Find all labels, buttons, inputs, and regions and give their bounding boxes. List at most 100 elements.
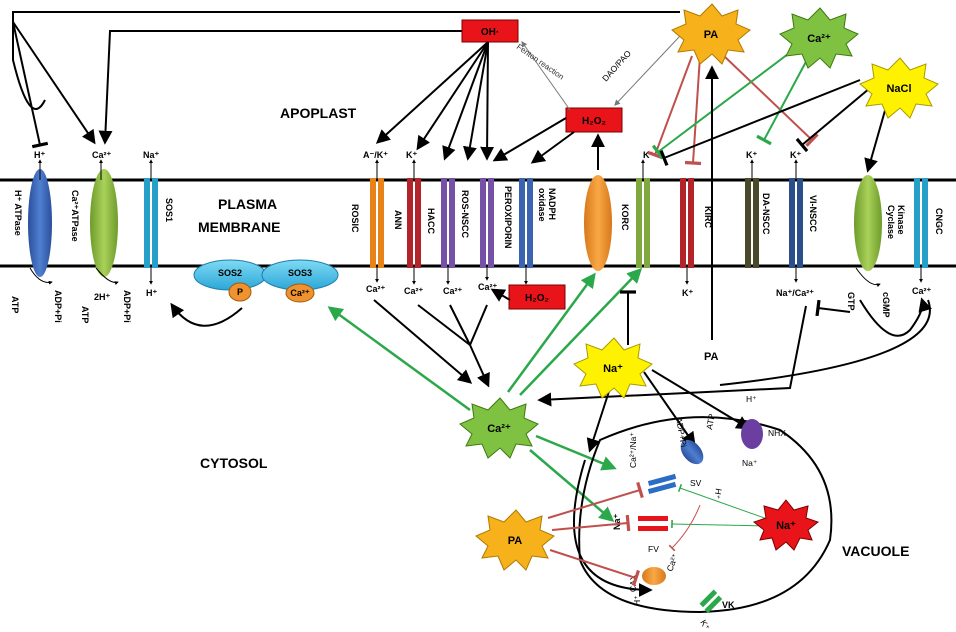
fv-channel-a (638, 516, 668, 521)
hacc-channel-b (415, 178, 421, 268)
dao-label: DAO/PAO (600, 48, 633, 83)
sos3-ca-oval (285, 283, 315, 303)
kinase-label-2: Cyclase (886, 205, 896, 239)
h-atpase-label: H⁺ ATPase (13, 190, 23, 236)
oh-to-ca-atpase-line (98, 30, 462, 145)
ca-atpase-top-label: Ca²⁺ (92, 150, 112, 160)
vi-nscc-label: VI-NSCC (808, 195, 818, 233)
ca-na-label: Ca²⁺/Na⁺ (628, 432, 638, 468)
cngc-channel-b (922, 178, 928, 268)
ann-label: ANN (393, 210, 403, 230)
nacl-to-vi (795, 87, 871, 153)
pa-bottom-to-cax (549, 549, 640, 587)
pa-to-vi-inhibit (723, 55, 819, 147)
ca-ros-label: Ca²⁺ (478, 282, 498, 292)
nadph-label-2: oxidase (537, 188, 547, 222)
ca-na-channel-b (647, 481, 677, 495)
ca-top-to-da (756, 57, 809, 146)
pa-free-label: PA (704, 351, 719, 363)
sv-label: SV (690, 478, 702, 488)
h-top-label: H⁺ (34, 150, 45, 160)
fv-inhibit-thin (668, 504, 701, 552)
h2o2-top-label: H₂O₂ (582, 116, 606, 127)
korc-label: KORC (620, 204, 630, 231)
kirc-channel-a (636, 178, 642, 268)
nacl-label: NaCl (886, 83, 911, 95)
pa-feedback-line (12, 11, 680, 22)
pa-bottom-label: PA (508, 535, 523, 547)
sos3-ca-label: Ca²⁺ (290, 288, 310, 298)
hacc-channel-a (407, 178, 413, 268)
gtp-label: GTP (846, 292, 856, 311)
pa-bottom-to-ca-na (547, 481, 644, 519)
ca-cyto-label: Ca²⁺ (487, 423, 511, 435)
ca-to-sos3-arrow (327, 306, 471, 412)
ca-atpase-atp-arrow (95, 267, 119, 285)
h2o2-to-ros-nscc (492, 117, 567, 162)
oh-to-ros-nscc (463, 41, 489, 161)
korc-oval (584, 175, 612, 271)
nhx-channel (741, 419, 763, 449)
naca-vi-label: Na⁺/Ca²⁺ (776, 288, 814, 298)
sos1-channel-b (152, 178, 158, 268)
nacl-to-kinase (864, 99, 889, 173)
h2o2-bottom-label: H₂O₂ (525, 293, 549, 304)
ros-nscc-channel-a (441, 178, 447, 268)
p-label: P (237, 287, 243, 297)
apoplast-label: APOPLAST (280, 105, 357, 121)
k-kirc-label: K⁺ (682, 288, 693, 298)
nadph-label-1: NADPH (547, 188, 557, 220)
cgmp-to-cngc-curve (859, 297, 932, 337)
feedback-to-h-atpase (12, 21, 49, 149)
h2-label: 2H⁺ (94, 292, 111, 302)
kirc-label: KIRC (703, 206, 713, 228)
da-nscc-label: DA-NSCC (761, 193, 771, 235)
ca-na-channel-a (647, 473, 677, 487)
nacl-star (859, 57, 939, 119)
ca-rosic-label: Ca²⁺ (366, 284, 386, 294)
ca-atpase-pump (90, 169, 118, 277)
ros-nscc-label: ROS-NSCC (460, 190, 470, 239)
adp-1-label: ADP+Pi (53, 290, 63, 323)
loop-to-vacuole-arrow (572, 459, 653, 597)
fv-channel-b (638, 526, 668, 531)
oh-box (461, 19, 519, 43)
da-nscc-channel-a (745, 178, 751, 268)
feedback-to-sos (12, 22, 46, 110)
vac-atp-label: ATP (704, 413, 717, 431)
kirc-channel-b (644, 178, 650, 268)
h2o2-bottom-box (508, 284, 566, 310)
ca-top-label: Ca²⁺ (807, 33, 831, 45)
membrane-label: MEMBRANE (198, 219, 280, 235)
adp-2-label: ADP+Pi (122, 290, 132, 323)
kirc-red-a (680, 178, 686, 268)
peroxiporin-channel-b (488, 178, 494, 268)
rosic-label: ROSIC (350, 204, 360, 233)
vk-label: VK (722, 600, 735, 610)
sos1-label: SOS1 (164, 198, 174, 222)
nacl-to-korc (659, 79, 861, 167)
peroxiporin-label: PEROXIPORIN (503, 186, 513, 249)
cgmp-label: cGMP (881, 292, 891, 318)
vi-nscc-channel-b (797, 178, 803, 268)
ca-to-korc-arrow (506, 272, 596, 393)
k-da-label: K⁺ (746, 150, 757, 160)
rosic-channel-a (370, 178, 376, 268)
plasma-label: PLASMA (218, 196, 277, 212)
na-vac-to-fv (671, 519, 767, 529)
na-vac-label: Na⁺ (776, 520, 796, 532)
vi-nscc-channel-a (789, 178, 795, 268)
cax-channel (642, 567, 666, 585)
cngc-channel-a (914, 178, 920, 268)
atp-1-label: ATP (10, 296, 20, 313)
pa-bottom-star (475, 509, 555, 571)
pa-to-korc-inhibit (646, 55, 693, 160)
h-cax-label: H⁺ (632, 595, 642, 606)
ca-hacc-label: Ca²⁺ (443, 286, 463, 296)
oh-to-peroxiporin (480, 41, 495, 161)
ca-to-vac-channel-2 (529, 449, 615, 522)
peroxiporin-channel-a (480, 178, 486, 268)
nadph-channel-a (519, 178, 525, 268)
h2o2-top-box (565, 107, 623, 133)
vk-channel-a (699, 589, 718, 608)
